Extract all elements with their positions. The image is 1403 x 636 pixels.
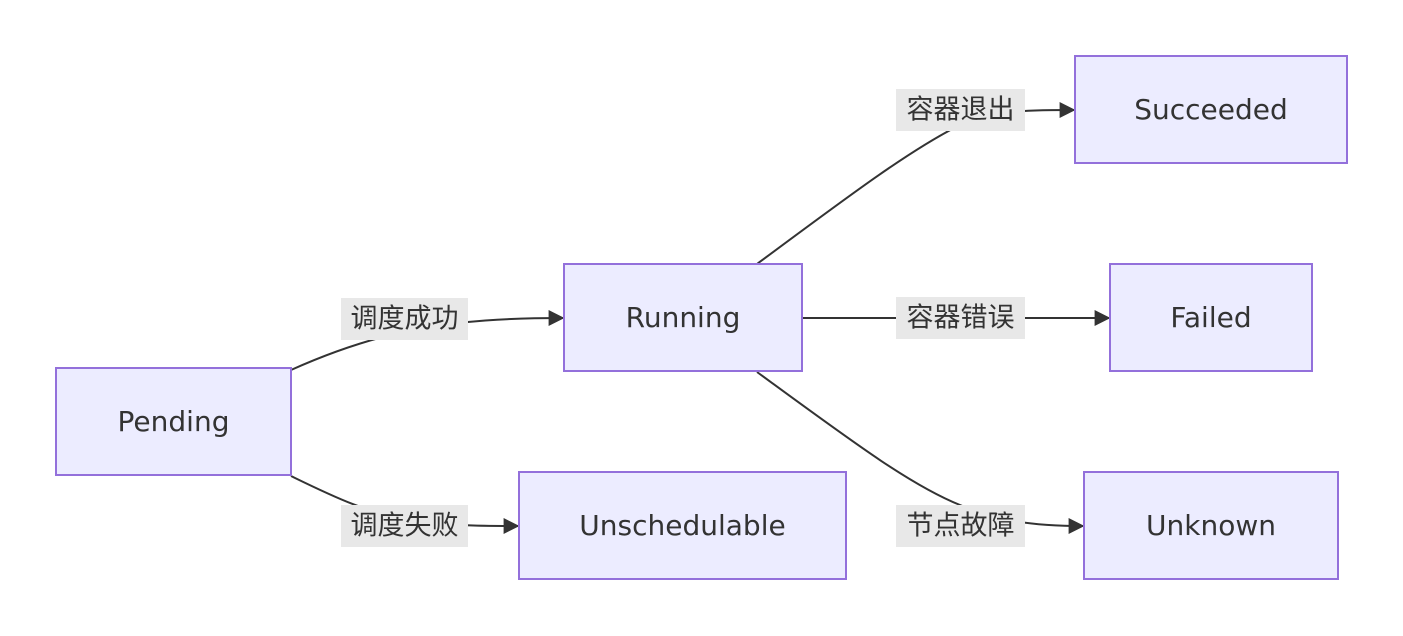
edge-label-running-succeeded: 容器退出 [896,89,1025,131]
edge-label-running-failed: 容器错误 [896,297,1025,339]
edge-label-text: 容器错误 [907,303,1015,334]
edge-label-text: 调度成功 [351,304,459,335]
node-failed: Failed [1109,263,1313,372]
edge-running-unknown [756,371,1085,534]
edge-label-running-unknown: 节点故障 [896,505,1025,547]
node-label: Running [626,301,741,334]
node-unknown: Unknown [1083,471,1339,580]
node-label: Succeeded [1134,93,1288,126]
node-label: Unknown [1146,509,1276,542]
edge-label-pending-running: 调度成功 [341,298,468,340]
node-unschedulable: Unschedulable [518,471,847,580]
edge-running-succeeded [756,102,1076,265]
edge-label-text: 节点故障 [907,511,1015,542]
node-running: Running [563,263,803,372]
edge-label-text: 容器退出 [907,95,1015,126]
node-succeeded: Succeeded [1074,55,1348,164]
node-label: Unschedulable [579,509,785,542]
edge-label-text: 调度失败 [351,511,459,542]
node-pending: Pending [55,367,292,476]
edge-label-pending-unschedulable: 调度失败 [341,505,468,547]
node-label: Pending [118,405,230,438]
node-label: Failed [1170,301,1251,334]
